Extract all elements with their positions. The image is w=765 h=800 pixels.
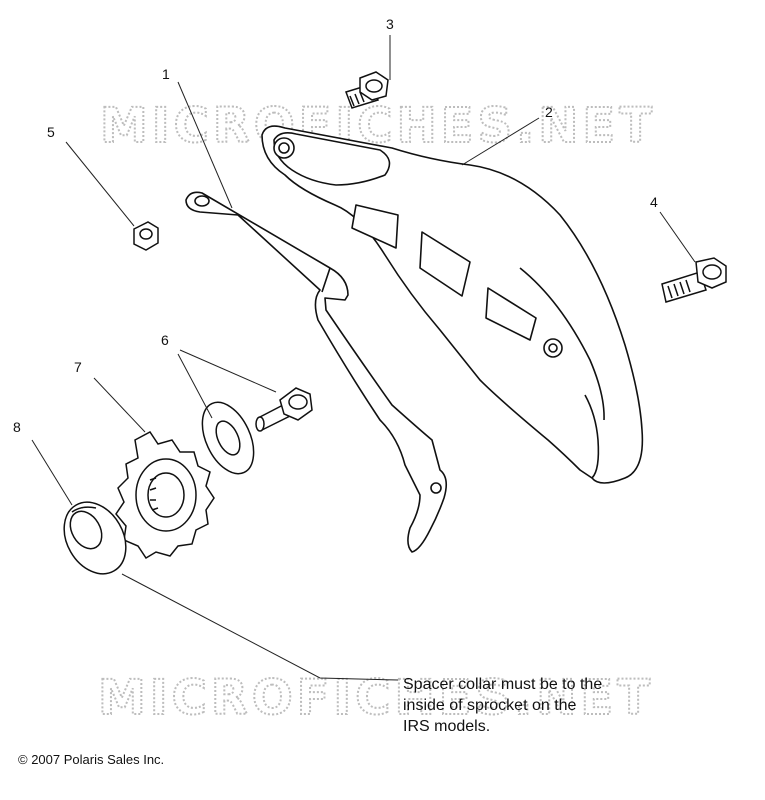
bolt-4-part bbox=[662, 258, 726, 302]
leader-7 bbox=[93, 377, 146, 433]
callout-labels: 1 2 3 4 5 6 7 8 bbox=[13, 16, 658, 435]
callout-1: 1 bbox=[162, 66, 170, 82]
leader-6a bbox=[179, 349, 277, 393]
leader-6b bbox=[177, 353, 213, 419]
callout-6: 6 bbox=[161, 332, 169, 348]
callout-8: 8 bbox=[13, 419, 21, 435]
chain-guard-part bbox=[262, 126, 642, 483]
spacer-collar-8-part bbox=[52, 491, 138, 585]
leader-lines bbox=[31, 35, 696, 681]
note-line-3: IRS models. bbox=[403, 718, 491, 735]
callout-2: 2 bbox=[545, 104, 553, 120]
leader-8 bbox=[31, 439, 73, 506]
leader-2 bbox=[461, 117, 540, 166]
sprocket-7-part bbox=[116, 432, 214, 558]
bracket-arm-part bbox=[186, 192, 446, 552]
nut-5-part bbox=[134, 222, 158, 250]
leader-5 bbox=[65, 141, 135, 227]
note-line-2: inside of sprocket on the bbox=[403, 697, 577, 714]
leader-4 bbox=[659, 211, 696, 263]
leader-1 bbox=[177, 81, 233, 209]
copyright-text: © 2007 Polaris Sales Inc. bbox=[18, 752, 165, 767]
washer-bolt-6-part bbox=[192, 388, 312, 482]
callout-7: 7 bbox=[74, 359, 82, 375]
leader-note bbox=[121, 573, 399, 681]
watermark-bottom: MICROFICHES.NET bbox=[98, 670, 654, 726]
spacer-collar-note: Spacer collar must be to the inside of s… bbox=[403, 674, 663, 737]
bolt-3-part bbox=[346, 72, 388, 108]
callout-3: 3 bbox=[386, 16, 394, 32]
callout-4: 4 bbox=[650, 194, 658, 210]
callout-5: 5 bbox=[47, 124, 55, 140]
note-line-1: Spacer collar must be to the bbox=[403, 676, 603, 693]
